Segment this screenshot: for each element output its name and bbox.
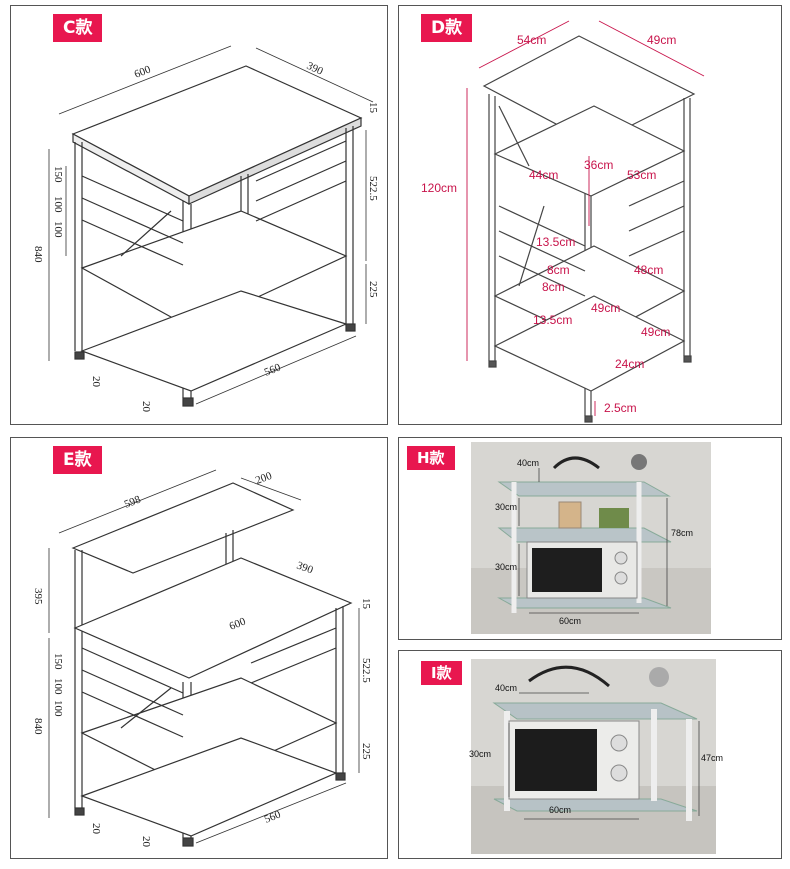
dim-d-n: 2.5cm	[604, 401, 637, 415]
dim-d-width: 54cm	[517, 33, 546, 47]
dim-e-h395: 395	[32, 588, 44, 605]
dim-c-foot2: 20	[140, 401, 152, 413]
dim-c-side: 522.5	[367, 176, 379, 201]
dim-d-height: 120cm	[421, 181, 457, 195]
dim-d-f: 8cm	[547, 263, 570, 277]
dim-d-e: 13.5cm	[536, 235, 575, 249]
dim-c-foot1: 20	[90, 376, 102, 388]
dim-i-depth: 40cm	[495, 683, 517, 693]
dim-d-a: 36cm	[584, 158, 613, 172]
panel-e: E款 59	[10, 437, 388, 859]
diagram-e: 598 200 390 600 395 15 522.5 225 150 100…	[32, 469, 372, 848]
dim-d-l: 49cm	[641, 325, 670, 339]
dim-c-h3: 100	[52, 221, 64, 238]
dim-e-h2: 100	[52, 678, 64, 695]
dim-d-depth: 49cm	[647, 33, 676, 47]
dim-h-width: 60cm	[559, 616, 581, 626]
dim-h-depth: 40cm	[517, 458, 539, 468]
diagram-c: 600 390 15 522.5 225 150 100 100 840 20 …	[32, 45, 379, 413]
dim-c-bottom: 560	[263, 361, 283, 378]
badge-h: H款	[407, 446, 455, 470]
badge-i: I款	[421, 661, 462, 685]
badge-d: D款	[421, 14, 473, 42]
dim-d-b: 44cm	[529, 168, 558, 182]
dim-d-m: 24cm	[615, 357, 644, 371]
dim-c-h2: 100	[52, 196, 64, 213]
dim-c-h1: 150	[52, 166, 64, 183]
dim-c-height: 840	[32, 246, 44, 263]
photo-h: 40cm 30cm 30cm 78cm 60cm	[471, 442, 711, 634]
dim-h-b: 30cm	[495, 562, 517, 572]
panel-i: I款 40cm 30cm 47cm 60cm	[398, 650, 782, 859]
photo-i: 40cm 30cm 47cm 60cm	[469, 659, 723, 854]
dim-d-i: 48cm	[634, 263, 663, 277]
dim-i-height: 47cm	[701, 753, 723, 763]
diagram-d: 54cm 49cm 120cm 36cm 44cm 53cm 13.5cm 8c…	[421, 20, 705, 423]
dim-d-c: 53cm	[627, 168, 656, 182]
dim-h-height: 78cm	[671, 528, 693, 538]
panel-c: C款	[10, 5, 388, 425]
dim-e-h1: 150	[52, 653, 64, 670]
dim-e-width: 600	[228, 615, 248, 632]
dim-e-h3: 100	[52, 700, 64, 717]
dim-d-g: 8cm	[542, 280, 565, 294]
dim-d-j: 49cm	[591, 301, 620, 315]
badge-c: C款	[53, 14, 103, 42]
dim-h-a: 30cm	[495, 502, 517, 512]
dim-c-width: 600	[133, 63, 153, 80]
dim-i-a: 30cm	[469, 749, 491, 759]
dim-i-width: 60cm	[549, 805, 571, 815]
dim-e-topd: 200	[254, 470, 274, 487]
dim-e-foot2: 20	[140, 836, 152, 848]
dim-e-top15: 15	[360, 598, 372, 610]
dim-e-foot1: 20	[90, 823, 102, 835]
dim-d-k: 13.5cm	[533, 313, 572, 327]
dim-e-height: 840	[32, 718, 44, 735]
panel-d: D款 54cm 49cm 120cm	[398, 5, 782, 425]
dim-e-tier: 390	[295, 560, 315, 577]
dim-e-side: 522.5	[360, 658, 372, 683]
badge-e: E款	[53, 446, 102, 474]
dim-e-bottom: 560	[263, 808, 283, 825]
dim-e-lower: 225	[360, 743, 372, 760]
panel-h: H款 40cm 30cm 30cm 78cm 60cm	[398, 437, 782, 640]
dim-c-top: 15	[367, 102, 379, 114]
dim-e-topw: 598	[123, 493, 143, 510]
dim-c-lower: 225	[367, 281, 379, 298]
dim-c-depth: 390	[305, 60, 325, 78]
